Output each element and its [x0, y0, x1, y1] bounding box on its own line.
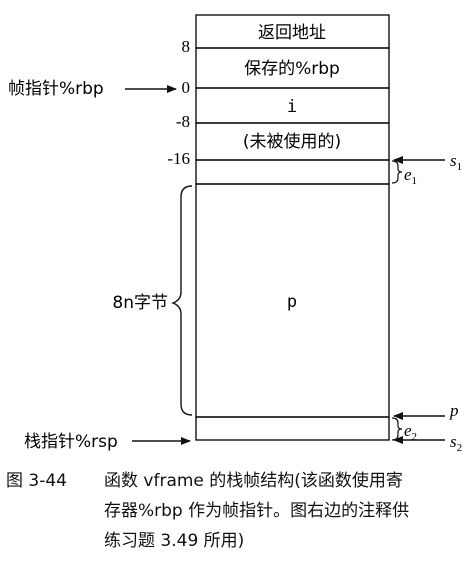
- e2-label: e2: [404, 421, 417, 443]
- cell-e2-padding: [195, 416, 390, 441]
- offset-8: 8: [182, 37, 191, 56]
- cell-saved-rbp-label: 保存的%rbp: [244, 59, 340, 79]
- offset-minus-16: -16: [167, 149, 190, 168]
- s2-label: s2: [450, 432, 462, 454]
- cell-e1-padding: [195, 159, 390, 185]
- cell-return-address-label: 返回地址: [258, 23, 326, 43]
- stack-frame-diagram: 返回地址 保存的%rbp i (未被使用的) p 8 0 -8 -16 帧指针%…: [8, 14, 462, 454]
- stack-frame: [195, 14, 390, 441]
- caption-line: 函数 vframe 的栈帧结构(该函数使用寄: [104, 471, 403, 491]
- p-label: p: [449, 401, 459, 420]
- frame-pointer-label: 帧指针%rbp: [8, 79, 104, 99]
- array-size-label: 8n字节: [112, 293, 168, 313]
- stack-pointer-label: 栈指针%rsp: [24, 432, 118, 452]
- e2-brace: [391, 417, 403, 441]
- offset-0: 0: [182, 78, 191, 97]
- e1-label: e1: [404, 165, 417, 187]
- e1-brace: [391, 160, 403, 184]
- offset-minus-8: -8: [176, 112, 190, 131]
- caption-line: 存器%rbp 作为帧指针。图右边的注释供: [104, 501, 410, 521]
- cell-unused-label: (未被使用的): [243, 131, 341, 152]
- cell-i-label: i: [287, 97, 297, 117]
- caption-text: 函数 vframe 的栈帧结构(该函数使用寄 存器%rbp 作为帧指针。图右边的…: [104, 466, 474, 556]
- array-size-brace: [171, 185, 193, 416]
- s1-label: s1: [450, 151, 462, 173]
- caption-line: 练习题 3.49 所用): [104, 531, 245, 551]
- cell-array-p-label: p: [287, 292, 297, 312]
- figure-number: 图 3-44: [6, 471, 67, 491]
